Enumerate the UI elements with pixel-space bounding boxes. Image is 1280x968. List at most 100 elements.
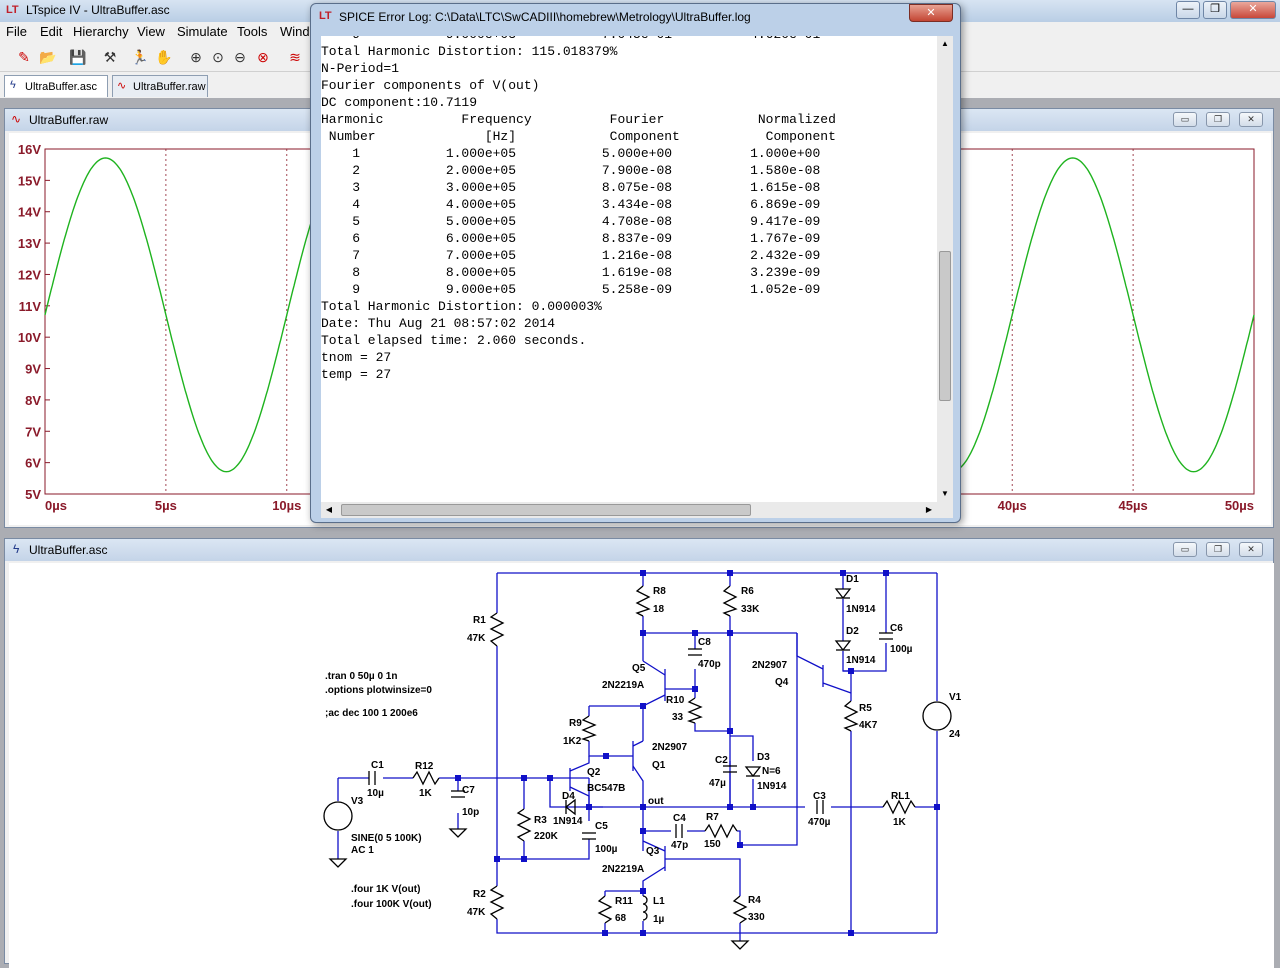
maximize-button[interactable]: ❐ <box>1203 1 1227 19</box>
menu-hierarchy[interactable]: Hierarchy <box>73 24 129 39</box>
log-line: 7 7.000e+05 1.216e-08 2.432e-09 <box>321 248 821 263</box>
waveform-window-title: UltraBuffer.raw <box>29 113 109 127</box>
zoom-fit-icon[interactable]: ⊗ <box>257 49 269 65</box>
scroll-down-icon[interactable]: ▼ <box>941 489 949 498</box>
label-c6: C6 <box>890 623 903 634</box>
label-q5-type: 2N2219A <box>602 680 644 691</box>
waveform-restore-button[interactable]: ❐ <box>1206 112 1230 127</box>
label-r7-value: 150 <box>704 839 721 850</box>
log-close-button[interactable]: ✕ <box>909 4 953 22</box>
open-icon[interactable]: 📂 <box>39 49 57 65</box>
label-r1: R1 <box>473 615 486 626</box>
schematic-window-icon: ϟ <box>13 542 20 556</box>
y-tick-label: 14V <box>18 205 41 220</box>
waveform-window-icon: ∿ <box>11 112 22 126</box>
label-r12-value: 1K <box>419 788 433 799</box>
label-c2-value: 47µ <box>709 778 726 789</box>
label-d1: D1 <box>846 574 859 585</box>
pan-icon[interactable]: ✋ <box>155 49 173 65</box>
scroll-left-icon[interactable]: ◀ <box>325 505 333 514</box>
y-tick-label: 16V <box>18 142 41 157</box>
minimize-button[interactable]: — <box>1176 1 1200 19</box>
zoom-pan-icon[interactable]: ⊙ <box>212 49 224 65</box>
log-text-area[interactable]: 9 9.000e+03 7.045e-01 4.620e-01Total Har… <box>321 36 937 502</box>
scroll-up-icon[interactable]: ▲ <box>941 39 949 48</box>
schematic-labels: R1 47K R2 47K R3 220K R4 330 R5 4K7 R6 3… <box>325 574 962 925</box>
label-d3-n: N=6 <box>762 766 781 777</box>
close-button[interactable]: ✕ <box>1230 1 1276 19</box>
y-tick-label: 5V <box>25 487 41 502</box>
label-c7-value: 10p <box>462 807 479 818</box>
x-tick-label: 10µs <box>272 498 301 513</box>
log-line: 9 9.000e+03 7.045e-01 4.620e-01 <box>321 36 937 43</box>
schematic-close-button[interactable]: ✕ <box>1239 542 1263 557</box>
waveform-minimize-button[interactable]: ▭ <box>1173 112 1197 127</box>
menu-simulate[interactable]: Simulate <box>177 24 228 39</box>
schematic-drawing[interactable]: R1 47K R2 47K R3 220K R4 330 R5 4K7 R6 3… <box>9 563 1274 963</box>
schematic-restore-button[interactable]: ❐ <box>1206 542 1230 557</box>
waveform-close-button[interactable]: ✕ <box>1239 112 1263 127</box>
label-c5-value: 100µ <box>595 844 618 855</box>
tab-schematic[interactable]: ϟ UltraBuffer.asc <box>4 75 108 97</box>
scroll-right-icon[interactable]: ▶ <box>925 505 933 514</box>
log-window-title: SPICE Error Log: C:\Data\LTC\SwCADIII\ho… <box>339 10 751 24</box>
log-line: 8 8.000e+05 1.619e-08 3.239e-09 <box>321 265 821 280</box>
label-c8: C8 <box>698 637 711 648</box>
tab-waveform[interactable]: ∿ UltraBuffer.raw <box>112 75 208 97</box>
label-c4: C4 <box>673 813 686 824</box>
menu-edit[interactable]: Edit <box>40 24 63 39</box>
label-q2-type: BC547B <box>587 783 625 794</box>
log-horizontal-scrollbar[interactable]: ◀ ▶ <box>321 502 953 518</box>
directive-options: .options plotwinsize=0 <box>325 685 432 696</box>
menu-file[interactable]: File <box>6 24 27 39</box>
menu-view[interactable]: View <box>137 24 165 39</box>
log-line: Total Harmonic Distortion: 0.000003% <box>321 299 602 314</box>
y-tick-label: 6V <box>25 456 41 471</box>
label-q3-type: 2N2219A <box>602 864 644 875</box>
app-title: LTspice IV - UltraBuffer.asc <box>26 3 170 17</box>
label-c5: C5 <box>595 821 608 832</box>
label-c1: C1 <box>371 760 384 771</box>
label-v3-sine: SINE(0 5 100K) <box>351 833 422 844</box>
menu-tools[interactable]: Tools <box>237 24 268 39</box>
log-vertical-scrollbar[interactable]: ▲ ▼ <box>937 36 953 502</box>
log-line: Fourier components of V(out) <box>321 78 540 93</box>
log-line: 4 4.000e+05 3.434e-08 6.869e-09 <box>321 197 821 212</box>
label-q3: Q3 <box>646 846 660 857</box>
label-l1: L1 <box>653 896 665 907</box>
label-c4-value: 47p <box>671 840 688 851</box>
label-r5-value: 4K7 <box>859 720 878 731</box>
label-r12: R12 <box>415 761 434 772</box>
save-icon[interactable]: 💾 <box>69 49 87 65</box>
schematic-minimize-button[interactable]: ▭ <box>1173 542 1197 557</box>
label-r9-value: 1K2 <box>563 736 582 747</box>
y-tick-label: 7V <box>25 424 41 439</box>
zoom-out-icon[interactable]: ⊖ <box>234 49 246 65</box>
new-schematic-icon[interactable]: ✎ <box>18 49 30 65</box>
control-panel-icon[interactable]: ⚒ <box>103 49 117 65</box>
schematic-canvas[interactable]: R1 47K R2 47K R3 220K R4 330 R5 4K7 R6 3… <box>9 563 1274 968</box>
label-c3-value: 470µ <box>808 817 831 828</box>
menu-window[interactable]: Window <box>280 24 310 39</box>
label-r7: R7 <box>706 812 719 823</box>
directive-ac: ;ac dec 100 1 200e6 <box>325 708 418 719</box>
zoom-in-icon[interactable]: ⊕ <box>190 49 202 65</box>
log-vertical-scroll-thumb[interactable] <box>939 251 951 401</box>
label-d4: D4 <box>562 791 575 802</box>
x-tick-label: 50µs <box>1225 498 1254 513</box>
schematic-window-title: UltraBuffer.asc <box>29 543 108 557</box>
label-r5: R5 <box>859 703 872 714</box>
run-icon[interactable]: 🏃 <box>131 49 149 65</box>
log-line: temp = 27 <box>321 367 392 382</box>
log-horizontal-scroll-thumb[interactable] <box>341 504 751 516</box>
label-v3-ac: AC 1 <box>351 845 374 856</box>
waveform-icon[interactable]: ≋ <box>289 49 301 65</box>
log-line: 9 9.000e+05 5.258e-09 1.052e-09 <box>321 282 821 297</box>
schematic-window: ϟ UltraBuffer.asc ▭ ❐ ✕ <box>4 538 1274 968</box>
label-c6-value: 100µ <box>890 644 913 655</box>
label-r11: R11 <box>615 896 633 907</box>
y-tick-label: 10V <box>18 330 41 345</box>
label-r2-value: 47K <box>467 907 486 918</box>
spice-error-log-window: LT SPICE Error Log: C:\Data\LTC\SwCADIII… <box>310 3 961 523</box>
label-r8: R8 <box>653 586 666 597</box>
